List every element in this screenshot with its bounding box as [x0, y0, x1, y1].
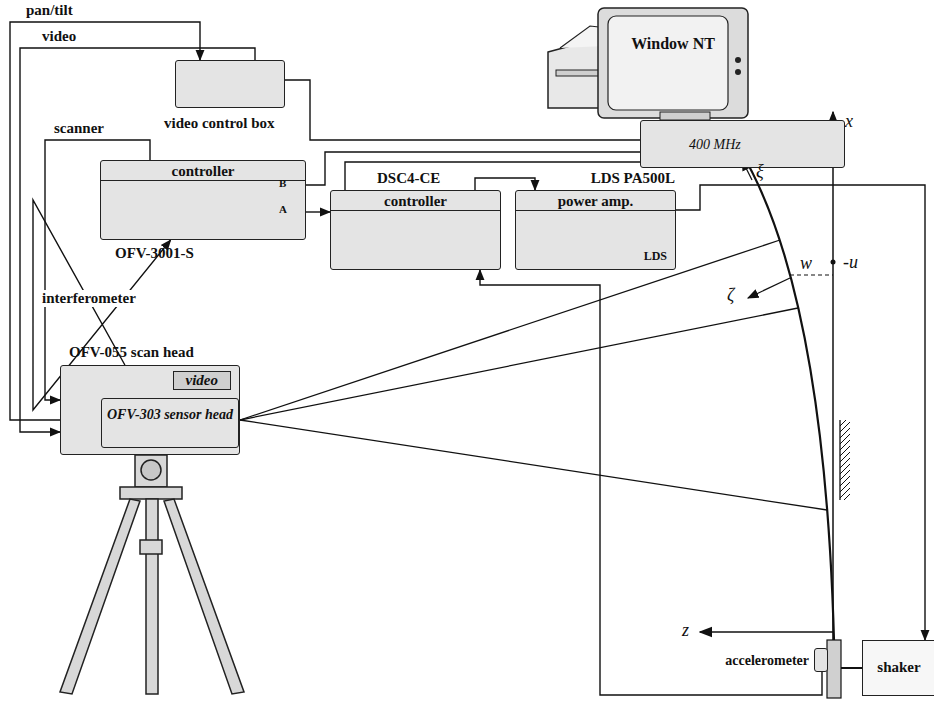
cable: [475, 178, 535, 190]
axis-label: w: [800, 254, 812, 272]
device-label: OFV-303 sensor head: [102, 399, 238, 431]
port-label: B: [279, 177, 286, 189]
device-label: video control box: [164, 115, 275, 132]
device-label: video: [173, 371, 231, 390]
axis-label: -u: [843, 253, 858, 271]
cable: [480, 270, 822, 695]
device-label: power amp.: [516, 191, 675, 211]
device-label: LDS: [644, 250, 667, 263]
cable: [306, 152, 640, 185]
tripod: [60, 455, 244, 694]
axis-label: z: [682, 621, 689, 639]
axis-label: ξ: [756, 162, 764, 180]
computer: Window NT400 MHz: [640, 120, 845, 168]
port-label: A: [279, 203, 287, 215]
device-label: OFV-055 scan head: [69, 344, 194, 361]
cable: [676, 185, 925, 640]
signal-label: video: [40, 28, 78, 45]
accelerometer: accelerometer: [814, 648, 828, 672]
beam: [740, 150, 835, 690]
shaker: shaker: [862, 640, 934, 696]
device-label: Window NT: [613, 35, 733, 52]
device-label: accelerometer: [725, 652, 809, 669]
cable: [285, 80, 640, 140]
dsc-controller: DSC4-CEcontroller: [330, 190, 501, 270]
cable: [306, 211, 330, 212]
vibrometer-controller: controllerOFV-3001-S: [100, 160, 306, 240]
signal-label: interferometer: [40, 290, 138, 307]
signal-label: pan/tilt: [24, 2, 75, 19]
device-label: LDS PA500L: [591, 170, 675, 187]
monitor: [598, 8, 748, 120]
device-label: DSC4-CE: [377, 170, 440, 187]
power-amplifier: LDS PA500Lpower amp.LDS: [515, 190, 676, 270]
signal-label: scanner: [52, 120, 106, 137]
device-label: 400 MHz: [689, 136, 741, 153]
axis-label: x: [845, 112, 853, 130]
scan-head: OFV-055 scan headvideoOFV-303 sensor hea…: [60, 365, 240, 455]
sensor-head: OFV-303 sensor head: [101, 398, 239, 448]
device-label: controller: [101, 161, 305, 181]
device-label: shaker: [862, 640, 934, 696]
video-control-box: video control box: [175, 60, 285, 108]
device-label: OFV-3001-S: [115, 245, 194, 262]
device-label: controller: [331, 191, 500, 211]
axis-label: ζ: [727, 286, 734, 304]
